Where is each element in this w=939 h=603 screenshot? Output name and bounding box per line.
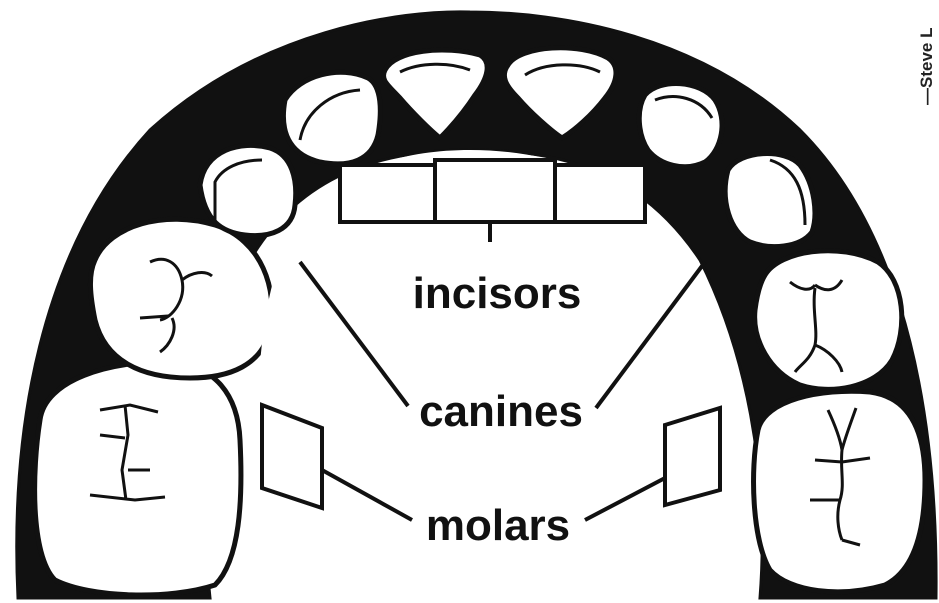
label-molars: molars	[426, 501, 570, 550]
molar-wedge-right	[665, 408, 720, 505]
label-canines: canines	[419, 387, 583, 436]
credit-text: —Steve L	[917, 28, 936, 105]
incisor-box-1	[340, 165, 435, 222]
tooth-right-molar	[754, 391, 925, 592]
label-incisors: incisors	[413, 269, 582, 318]
incisor-boxes	[340, 160, 645, 222]
tooth-right-premolar	[755, 251, 902, 390]
incisor-box-3	[555, 165, 645, 222]
incisor-box-2	[435, 160, 555, 222]
tooth-left-lateral-incisor	[283, 72, 380, 164]
tooth-left-molar	[35, 362, 241, 595]
